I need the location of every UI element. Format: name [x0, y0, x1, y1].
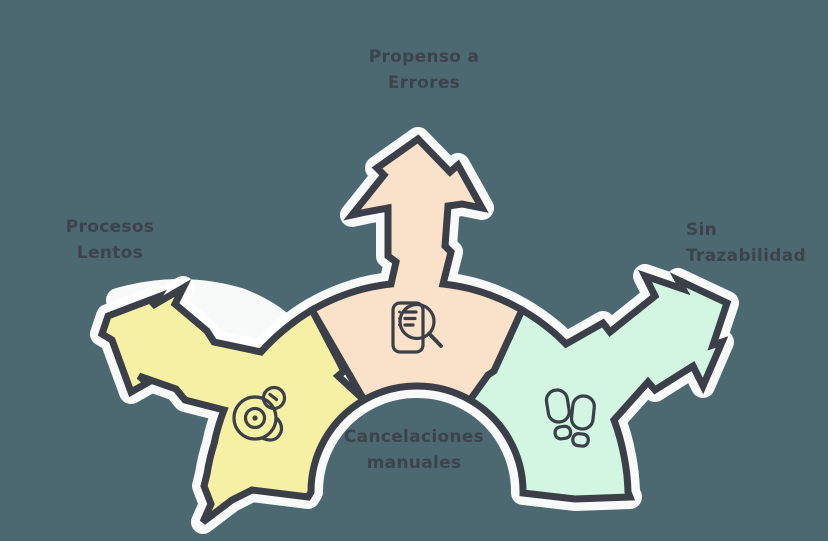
footprints-icon — [544, 388, 596, 448]
label-line: Errores — [387, 73, 461, 93]
branch-left-shape — [97, 279, 370, 525]
label-line: Trazabilidad — [686, 246, 807, 266]
label-line: Lentos — [76, 243, 144, 263]
label-line: Cancelaciones — [343, 427, 485, 447]
label-cancelaciones-manuales: Cancelaciones manuales — [294, 424, 534, 476]
branch-icons — [232, 301, 596, 448]
document-search-icon — [391, 301, 443, 354]
branch-shapes — [97, 134, 732, 525]
label-line: Sin — [686, 220, 718, 240]
label-sin-trazabilidad: Sin Trazabilidad — [686, 217, 826, 269]
label-procesos-lentos: Procesos Lentos — [10, 214, 210, 266]
label-line: manuales — [366, 453, 462, 473]
branch-right-shape — [465, 269, 732, 503]
branch-top-shape — [307, 134, 527, 405]
label-line: Propenso a — [368, 47, 480, 67]
label-propenso-a-errores: Propenso a Errores — [294, 44, 554, 96]
snail-icon — [232, 385, 287, 442]
label-line: Procesos — [65, 217, 155, 237]
